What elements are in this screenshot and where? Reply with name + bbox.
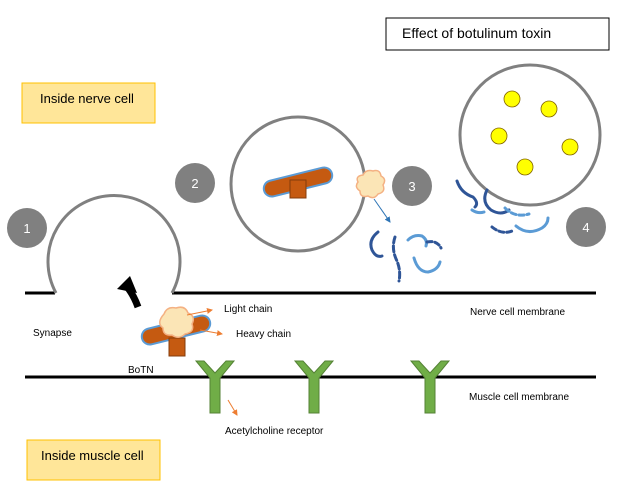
acetylcholine-molecules bbox=[490, 90, 579, 176]
muscle-membrane-label: Muscle cell membrane bbox=[469, 392, 569, 403]
step-marker-1: 1 bbox=[7, 208, 47, 248]
step-marker-4: 4 bbox=[566, 207, 606, 247]
svg-text:2: 2 bbox=[191, 176, 198, 191]
nerve-cell-region-label: Inside nerve cell bbox=[40, 91, 134, 106]
light-chain-label: Light chain bbox=[224, 304, 272, 315]
light-chain-pointer bbox=[186, 308, 213, 316]
release-arrowhead bbox=[117, 276, 137, 293]
muscle-cell-region-label: Inside muscle cell bbox=[41, 448, 144, 463]
nerve-cell-region-box bbox=[21, 82, 156, 124]
escaped-light-chain bbox=[355, 169, 386, 199]
acetylcholine-receptor bbox=[194, 360, 236, 414]
heavy-chain-label: Heavy chain bbox=[236, 329, 291, 340]
acetylcholine-receptor bbox=[409, 360, 451, 414]
cleaved-snare-fragments bbox=[369, 230, 443, 283]
cleavage-arrow bbox=[373, 198, 391, 223]
nerve-membrane-label: Nerve cell membrane bbox=[470, 307, 565, 318]
snare-fragments-at-vesicle bbox=[455, 179, 550, 234]
synapse-label: Synapse bbox=[33, 328, 72, 339]
neurotransmitter-vesicle bbox=[458, 63, 602, 207]
diagram-title: Effect of botulinum toxin bbox=[402, 25, 551, 41]
acetylcholine-receptor-label: Acetylcholine receptor bbox=[225, 426, 324, 437]
botn-label: BoTN bbox=[128, 365, 154, 376]
title-box bbox=[385, 17, 610, 51]
step-marker-3: 3 bbox=[392, 166, 432, 206]
toxin-in-vesicle bbox=[262, 166, 334, 199]
fusing-vesicle bbox=[46, 194, 182, 294]
light-chain-blob bbox=[159, 306, 195, 338]
step-marker-2: 2 bbox=[175, 163, 215, 203]
botulinum-toxin bbox=[140, 306, 212, 357]
muscle-cell-region-box bbox=[26, 439, 161, 481]
svg-text:3: 3 bbox=[408, 179, 415, 194]
receptor-pointer bbox=[227, 399, 238, 416]
acetylcholine-receptor bbox=[293, 360, 335, 414]
svg-text:4: 4 bbox=[582, 220, 589, 235]
heavy-chain-pointer bbox=[199, 329, 223, 337]
svg-text:1: 1 bbox=[23, 221, 30, 236]
